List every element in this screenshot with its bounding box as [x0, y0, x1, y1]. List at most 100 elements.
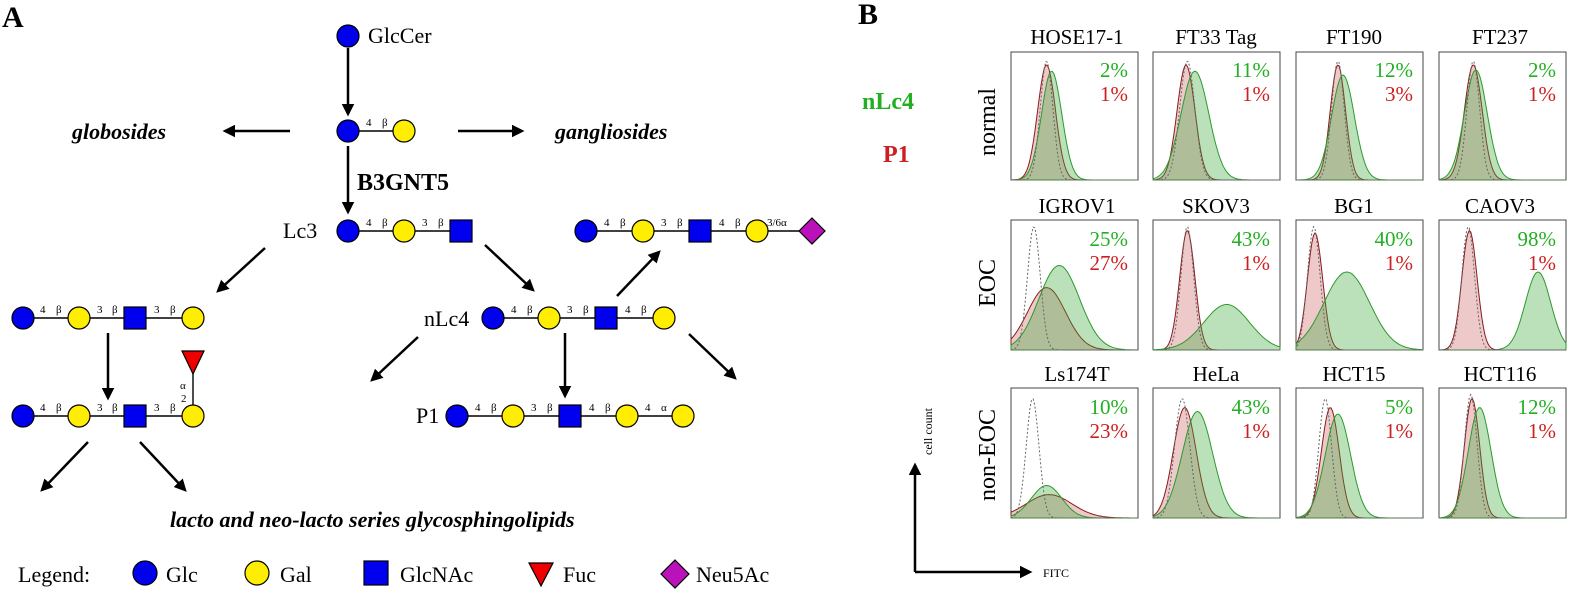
- histogram-curves: [1438, 226, 1567, 351]
- glcnac-icon: [123, 404, 147, 428]
- nlc4-curve: [1295, 413, 1423, 519]
- nlc4-curve: [1439, 271, 1567, 351]
- histogram-curves: [1010, 398, 1138, 519]
- gal-icon: [501, 404, 525, 428]
- histogram-hose17-1: HOSE17-1 2% 1%: [1010, 25, 1139, 181]
- p1-percent: 1%: [1385, 419, 1413, 443]
- glc-icon: [445, 404, 469, 428]
- cell-line-name: HOSE17-1: [1030, 25, 1123, 49]
- key-nlc4: nLc4: [862, 89, 914, 115]
- histogram-curves: [1438, 393, 1566, 519]
- panel-b: B nLc4 P1 normal EOC non-EOC cell count …: [858, 0, 1567, 580]
- histogram-hela: HeLa 43% 1%: [1152, 362, 1281, 519]
- isotype-curve: [1296, 398, 1423, 519]
- nlc4-percent: 40%: [1375, 227, 1414, 251]
- isotype-curve: [1011, 60, 1138, 181]
- glc-icon: [336, 24, 360, 48]
- cell-line-name: IGROV1: [1039, 194, 1116, 218]
- histogram-curves: [1296, 60, 1423, 181]
- histogram-curves: [1010, 60, 1138, 181]
- histogram-hct15: HCT15 5% 1%: [1295, 362, 1424, 519]
- link-label: 4: [604, 217, 610, 229]
- arrow-nlc4-left: [370, 336, 419, 382]
- y-axis-label: cell count: [921, 407, 935, 455]
- glc-icon: [574, 219, 598, 243]
- nlc4-percent: 12%: [1375, 58, 1414, 82]
- gal-icon: [652, 306, 676, 330]
- p1-percent: 27%: [1090, 251, 1129, 275]
- p1-percent: 1%: [1385, 251, 1413, 275]
- gal-icon: [392, 119, 416, 143]
- arrow-to-lacto: [216, 247, 266, 293]
- isotype-curve: [1439, 393, 1566, 519]
- glcnac-icon: [363, 560, 389, 586]
- histogram-caov3: CAOV3 98% 1%: [1438, 194, 1567, 351]
- gal-icon: [671, 404, 695, 428]
- nlc4-percent: 25%: [1090, 227, 1129, 251]
- link-label: β: [677, 217, 683, 229]
- histogram-hct116: HCT116 12% 1%: [1438, 362, 1567, 519]
- cell-line-name: HeLa: [1193, 362, 1240, 386]
- cell-line-name: FT33 Tag: [1175, 25, 1257, 49]
- panel-a: A GlcCer 4 β globosides gangliosides B3G…: [2, 1, 826, 589]
- lc4-glycan: 4 β 3 β 3 β: [11, 304, 205, 330]
- lc3-glycan: 4 β 3 β: [336, 217, 473, 243]
- link-label: β: [605, 402, 611, 414]
- gal-icon: [392, 219, 416, 243]
- isotype-curve: [1153, 226, 1280, 351]
- gal-icon: [181, 306, 205, 330]
- histogram-frame: [1152, 219, 1281, 351]
- link-label: α: [661, 402, 667, 414]
- gal-icon: [67, 404, 91, 428]
- nlc4-glycan: 4 β 3 β 4 β: [481, 304, 676, 330]
- nlc4-percent: 10%: [1090, 395, 1129, 419]
- cell-line-name: FT237: [1472, 25, 1528, 49]
- histogram-curves: [1010, 226, 1139, 351]
- globosides-label: globosides: [71, 119, 166, 144]
- histogram-grid: HOSE17-1 2% 1% FT33 Tag 11% 1% FT190 12%…: [1010, 25, 1567, 519]
- histogram-curves: [1295, 225, 1424, 351]
- cell-line-name: HCT15: [1323, 362, 1386, 386]
- link-label: 3: [97, 304, 103, 316]
- key-p1: P1: [883, 142, 910, 168]
- glcnac-icon: [594, 306, 618, 330]
- isotype-curve: [1295, 225, 1423, 351]
- gal-icon: [745, 219, 769, 243]
- glc-icon: [336, 119, 360, 143]
- neu5ac-icon: [798, 217, 826, 245]
- legend: Legend: Glc Gal GlcNAc Fuc Neu5Ac: [18, 559, 770, 589]
- link-label: β: [170, 304, 176, 316]
- link-label: 3: [422, 217, 428, 229]
- link-label: 4: [625, 304, 631, 316]
- glcnac-icon: [449, 219, 473, 243]
- p1-percent: 1%: [1528, 82, 1556, 106]
- glccer-label: GlcCer: [368, 23, 432, 48]
- glc-icon: [11, 306, 35, 330]
- row-label-non-eoc: non-EOC: [975, 409, 1001, 501]
- histogram-bg1: BG1 40% 1%: [1295, 194, 1424, 351]
- histogram-frame: [1295, 51, 1424, 181]
- enzyme-label: B3GNT5: [357, 170, 449, 196]
- gal-icon: [67, 306, 91, 330]
- link-label: β: [527, 304, 533, 316]
- arrow-down-right: [139, 441, 187, 492]
- glcnac-icon: [123, 306, 147, 330]
- histogram-ft190: FT190 12% 3%: [1295, 25, 1424, 181]
- p1-percent: 3%: [1385, 82, 1413, 106]
- link-label: 4: [366, 217, 372, 229]
- legend-gal: Gal: [280, 562, 312, 587]
- link-label: α: [180, 380, 186, 392]
- gal-icon: [631, 219, 655, 243]
- link-label: β: [382, 217, 388, 229]
- link-label: β: [491, 402, 497, 414]
- fuc-lc4-glycan: 4 β 3 β 3 β α 2: [11, 350, 205, 428]
- link-label: β: [170, 402, 176, 414]
- nlc4-percent: 43%: [1232, 395, 1271, 419]
- arrow-to-sialyl: [616, 250, 661, 297]
- link-label: 4: [40, 402, 46, 414]
- nlc4-curve: [1295, 271, 1424, 351]
- nlc4-percent: 98%: [1518, 227, 1557, 251]
- link-label: β: [547, 402, 553, 414]
- histogram-curves: [1152, 60, 1280, 181]
- link-label: β: [735, 217, 741, 229]
